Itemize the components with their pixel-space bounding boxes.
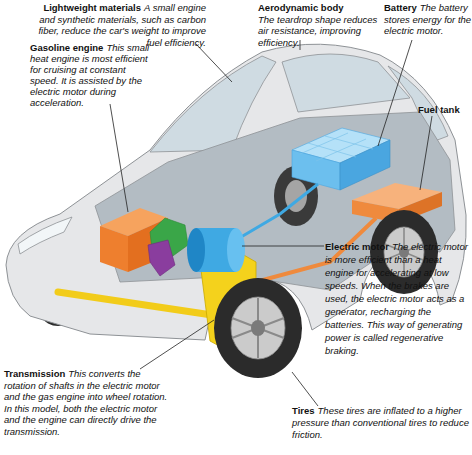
callout-text: Electric motorThe electric motor is more… (325, 240, 471, 357)
rim (231, 297, 285, 359)
battery-cells (300, 133, 373, 161)
battery (292, 128, 390, 190)
leader-line (196, 44, 232, 82)
headlight (18, 217, 72, 254)
near-front-wheel (214, 278, 302, 378)
callout-text: Aerodynamic bodyThe teardrop shape reduc… (258, 2, 382, 48)
hub (251, 320, 265, 336)
part-description: The electric motor is more efficient tha… (325, 241, 468, 356)
callout-text: Lightweight materialsA small engine and … (26, 2, 206, 48)
part-name: Fuel tank (418, 104, 460, 115)
part-name: Transmission (4, 368, 65, 379)
leader-line (242, 246, 324, 247)
spokes (232, 298, 284, 358)
coupling (148, 240, 175, 276)
leader-line (292, 372, 318, 406)
leader-lines (110, 40, 432, 406)
part-description: The teardrop shape reduces air resistanc… (258, 14, 377, 48)
callout-text: TiresThese tires are inflated to a highe… (292, 405, 470, 441)
leader-line (300, 40, 301, 50)
part-name: Aerodynamic body (258, 2, 382, 14)
part-name: Electric motor (325, 241, 389, 252)
callout-text: TransmissionThis converts the rotation o… (4, 368, 174, 437)
motor-end (187, 228, 205, 272)
motor-end (227, 228, 245, 272)
part-name: Lightweight materials (43, 2, 141, 13)
leader-line (420, 116, 432, 190)
leader-line (378, 40, 412, 146)
tire (214, 278, 302, 378)
callout-text: Gasoline engineThis small heat engine is… (30, 42, 154, 108)
callout-text: BatteryThe battery stores energy for the… (384, 2, 472, 37)
part-description: These tires are inflated to a higher pre… (292, 405, 469, 440)
leader-line (110, 104, 128, 212)
battery-cable (236, 184, 318, 240)
side-window (282, 54, 410, 112)
leader-line (140, 320, 214, 369)
part-name: Gasoline engine (30, 42, 103, 53)
part-name: Battery (384, 2, 417, 13)
engine-front (100, 226, 128, 272)
electric-motor (187, 228, 245, 272)
part-name: Tires (292, 405, 315, 416)
callout-text: Fuel tank (418, 104, 472, 116)
